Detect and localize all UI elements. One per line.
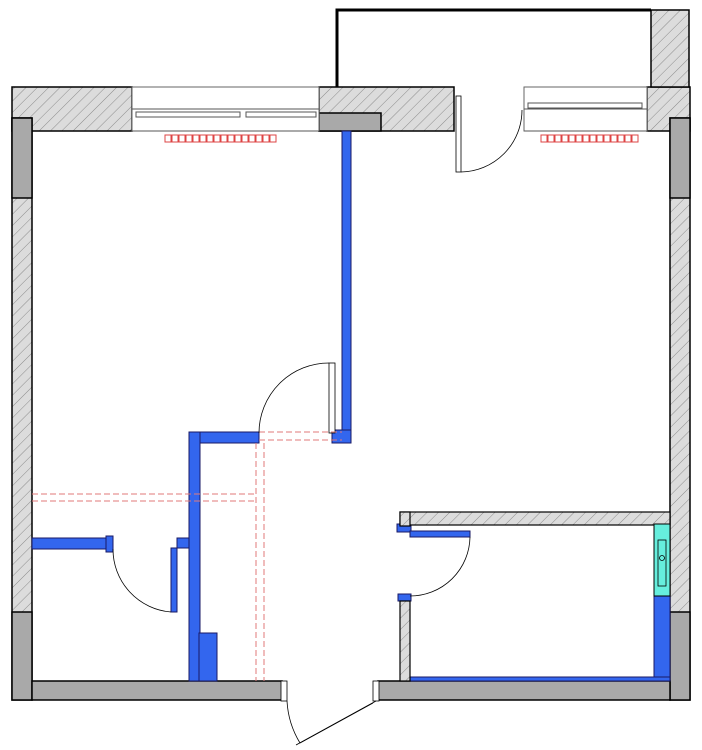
radiator-section [192, 134, 200, 143]
radiator-section [220, 134, 228, 143]
radiator-section [269, 134, 277, 143]
utility-box [653, 523, 671, 597]
partition-door-jamb [176, 537, 190, 549]
column-right-top [669, 117, 691, 199]
wall-bottom-left [31, 680, 283, 701]
column-right-bottom [669, 611, 691, 701]
radiator-section [248, 134, 256, 143]
radiator-section [610, 134, 618, 143]
radiator-section [589, 134, 597, 143]
wall-upper-right-column [650, 9, 690, 88]
utility-shaft [198, 632, 218, 682]
radiator-section [164, 134, 172, 143]
radiator-section [603, 134, 611, 143]
balcony-door[interactable] [455, 95, 523, 173]
column-left-top [11, 117, 33, 199]
radiator-section [262, 134, 270, 143]
radiator-icon [164, 134, 277, 143]
door-swing-icon[interactable] [258, 362, 330, 434]
radiator-section [227, 134, 235, 143]
radiator-section [199, 134, 207, 143]
new-partitions [31, 130, 671, 682]
column-top-middle [318, 112, 382, 132]
radiator-section [624, 134, 632, 143]
partition-central-vertical [341, 130, 352, 444]
door-swing-icon[interactable] [112, 548, 172, 613]
column-left-bottom [11, 611, 33, 701]
radiator-section [213, 134, 221, 143]
radiator-section [540, 134, 548, 143]
bathroom-walls [399, 511, 671, 682]
window-left [131, 86, 320, 132]
columns [11, 112, 691, 701]
partition-door-leaf [170, 547, 178, 613]
radiator-section [241, 134, 249, 143]
partition-right-door-leaf [409, 530, 471, 538]
radiator-section [617, 134, 625, 143]
partition-left-bathroom-end [105, 535, 114, 553]
radiator-section [561, 134, 569, 143]
radiator-section [171, 134, 179, 143]
entrance-door[interactable] [280, 680, 380, 746]
radiator-section [206, 134, 214, 143]
radiator-section [568, 134, 576, 143]
window-right [523, 86, 648, 132]
windows [131, 86, 648, 132]
radiator-section [185, 134, 193, 143]
partition-left-bathroom [31, 537, 111, 550]
radiator-section [178, 134, 186, 143]
radiator-section [234, 134, 242, 143]
radiator-section [582, 134, 590, 143]
dashed-lines [32, 431, 342, 681]
radiator-section [596, 134, 604, 143]
wall-bottom-right [377, 680, 671, 701]
radiator-section [554, 134, 562, 143]
door-leaf-central[interactable] [328, 362, 336, 434]
partition-right-door-bottom [397, 593, 412, 602]
partition-right-bathroom-bottom [409, 676, 671, 682]
door-swing-icon[interactable] [409, 536, 471, 597]
bathroom-wall-top [399, 511, 671, 526]
radiator-section [255, 134, 263, 143]
partition-corridor-vertical [188, 431, 201, 682]
radiator-icon [540, 134, 639, 143]
bathroom-wall-left [399, 600, 411, 682]
radiator-section [631, 134, 639, 143]
balcony-outline [335, 8, 651, 87]
radiator-section [575, 134, 583, 143]
bathroom-wall-left-stub [399, 511, 411, 527]
partition-right-bathroom-side [653, 595, 671, 680]
radiator-section [547, 134, 555, 143]
